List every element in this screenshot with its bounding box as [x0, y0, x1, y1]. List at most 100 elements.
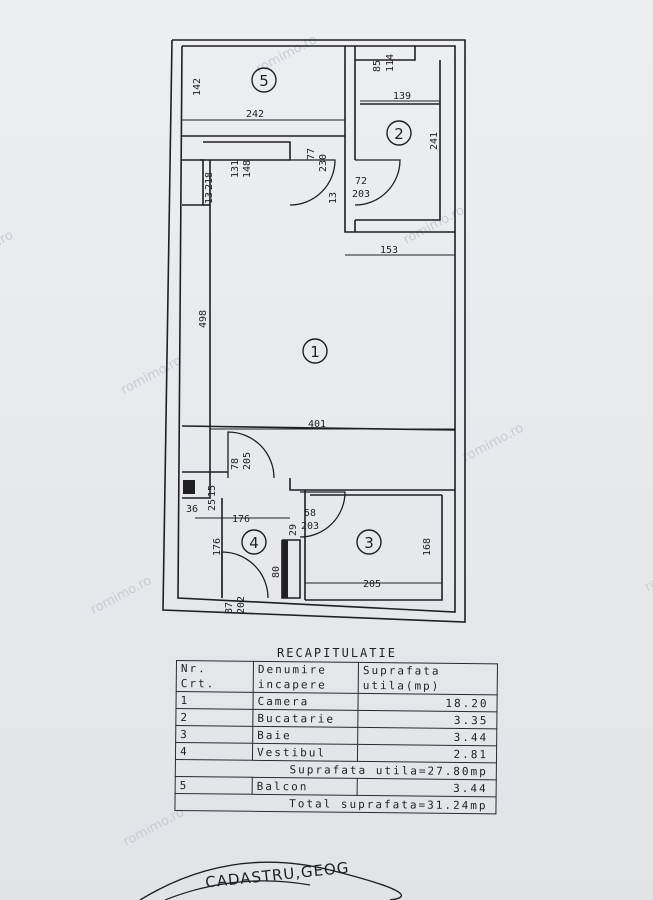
room-3-circle	[356, 529, 382, 555]
dim-text: 87	[224, 602, 235, 614]
watermark: romimo.ro	[460, 421, 526, 466]
watermark: romimo.ro	[118, 353, 184, 398]
outer-wall-outer	[162, 39, 466, 623]
dim-text: 230	[318, 154, 329, 172]
total-row: Total suprafata=31.24mp	[174, 793, 497, 814]
cell-area: 3.35	[357, 710, 497, 729]
dim-text: 13	[204, 192, 215, 204]
cell-name: Bucatarie	[252, 709, 358, 728]
dim-text: 176	[232, 514, 250, 525]
dim-text: 205	[242, 452, 253, 470]
room-4-label: 4	[249, 534, 259, 552]
watermark: romimo.ro	[401, 203, 467, 248]
doors	[221, 159, 401, 599]
cell-nr: 1	[175, 691, 254, 710]
cell-nr: 3	[175, 725, 253, 744]
header-denumire: Denumire	[257, 662, 327, 677]
header-utila: utila(mp)	[362, 678, 441, 693]
header-cell: Nr.Crt.	[176, 660, 254, 693]
cell-area: 3.44	[357, 778, 497, 797]
stamp	[139, 861, 403, 900]
room-2-circle	[386, 120, 412, 146]
dim-text: 242	[246, 109, 264, 120]
dim-text: 401	[308, 419, 326, 430]
column-solid	[183, 480, 195, 494]
cell-nr: 4	[175, 742, 253, 761]
room-5-circle	[251, 67, 277, 93]
watermark: romimo.ro	[121, 805, 187, 850]
header-incapere: incapere	[257, 677, 327, 692]
cell-nr: 5	[175, 776, 253, 795]
door-kitchen	[354, 159, 401, 206]
dim-text: 498	[198, 310, 209, 328]
dim-text: 203	[301, 521, 319, 532]
cell-area: 3.44	[357, 727, 497, 746]
dim-text: 29	[288, 524, 299, 536]
dim-text: 203	[352, 189, 370, 200]
kitchen-wall	[355, 60, 441, 221]
recap-title: RECAPITULATIE	[277, 646, 397, 660]
dim-text: 25	[207, 499, 218, 511]
dimension-texts: 142 242 85 114 139 241 77 230 131 148 72…	[186, 54, 440, 614]
outer-wall-inner	[177, 45, 456, 613]
dim-text: 218	[204, 172, 215, 190]
dim-text: 80	[271, 566, 282, 578]
kitchen-niche	[355, 46, 416, 61]
dim-text: 58	[304, 508, 316, 519]
cell-nr: 2	[175, 708, 253, 727]
dim-text: 176	[212, 538, 223, 556]
watermark: romimo.ro	[254, 32, 320, 77]
shaft-solid	[282, 540, 288, 598]
dim-text: 148	[242, 160, 253, 178]
dimension-lines	[182, 100, 455, 584]
dim-text: 168	[422, 538, 433, 556]
total-cell: Total suprafata=31.24mp	[174, 793, 497, 814]
wall-bath-top	[289, 478, 455, 491]
door-room1	[227, 431, 275, 479]
cell-name: Balcon	[252, 777, 358, 796]
dim-text: 241	[429, 132, 440, 150]
stamp-outer-arc	[139, 861, 403, 900]
dim-text: 131	[230, 160, 241, 178]
watermark: romimo.ro	[0, 228, 16, 273]
cell-name: Baie	[252, 726, 358, 745]
door-entrance	[221, 551, 269, 599]
header-suprafata: Suprafata	[362, 663, 441, 678]
header-crt: Crt.	[180, 677, 216, 691]
wall-bath-inner	[305, 495, 443, 601]
dim-text: 77	[306, 148, 317, 160]
stamp-inner-arc	[164, 880, 311, 900]
dim-text: 78	[230, 458, 241, 470]
dim-text: 13	[328, 192, 339, 204]
dim-text: 72	[355, 176, 367, 187]
cell-name: Vestibul	[252, 743, 358, 762]
dim-text: 205	[363, 579, 381, 590]
room-1-circle	[302, 338, 328, 364]
cell-area: 18.20	[357, 693, 498, 712]
dim-text: 15	[207, 485, 218, 497]
cell-area: 2.81	[357, 744, 497, 763]
room-3-label: 3	[364, 534, 374, 552]
column	[182, 159, 204, 206]
room-5-label: 5	[259, 72, 269, 90]
wall-vestibule-left	[182, 472, 211, 499]
watermark: romimo.ro	[88, 573, 154, 618]
dim-text: 114	[385, 54, 396, 72]
dim-text: 153	[380, 245, 398, 256]
door-bath	[299, 491, 346, 538]
dim-text: 36	[186, 504, 198, 515]
header-nr: Nr.	[180, 662, 207, 676]
door-balcony	[289, 159, 336, 206]
dim-text: 202	[236, 596, 247, 614]
dim-text: 85	[372, 60, 383, 72]
dim-text: 139	[393, 91, 411, 102]
watermark: romimo.ro	[642, 550, 653, 595]
room-1-label: 1	[310, 343, 320, 361]
dim-text: 142	[192, 78, 203, 96]
wall-balcony-sill	[200, 141, 291, 161]
